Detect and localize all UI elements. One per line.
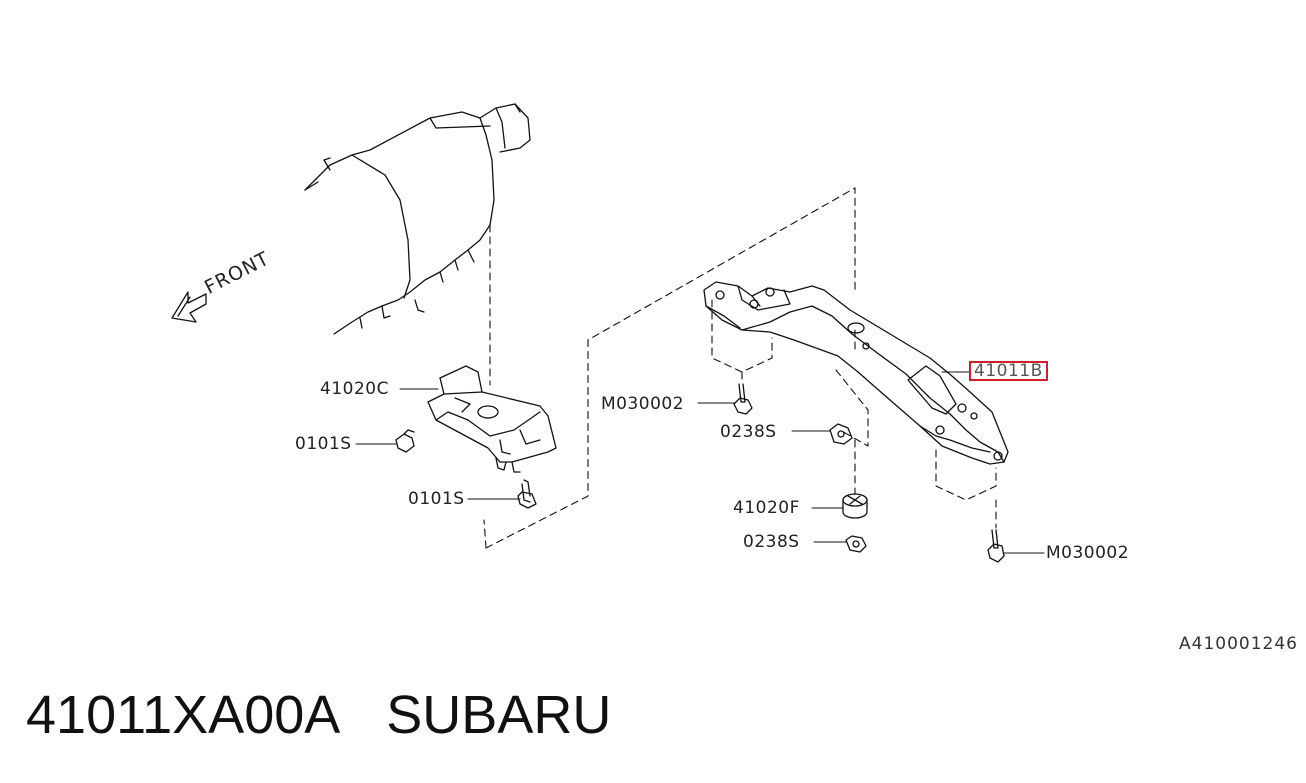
callout-0101s-lower[interactable]: 0101S <box>408 489 465 509</box>
callout-0101s-upper[interactable]: 0101S <box>295 434 352 454</box>
callout-m030002-lower[interactable]: M030002 <box>1046 543 1130 563</box>
crossmember-41011b <box>703 281 1009 465</box>
part-number: 41011XA00A <box>26 685 341 745</box>
assembly-guide-lines <box>483 187 997 549</box>
bolt-m030002-lower <box>987 529 1005 563</box>
callout-m030002-upper[interactable]: M030002 <box>601 394 685 414</box>
callout-41020c[interactable]: 41020C <box>320 379 389 399</box>
bolt-0101s-upper <box>395 429 415 453</box>
diagram-reference-code: A410001246 <box>1179 634 1298 654</box>
bracket-41020c <box>427 365 557 473</box>
leader-lines <box>355 371 1045 554</box>
callout-0238s-upper[interactable]: 0238S <box>720 422 777 442</box>
front-arrow-icon <box>171 291 207 323</box>
brand-name: SUBARU <box>386 685 612 745</box>
transmission-housing <box>304 103 531 335</box>
bolt-m030002-upper <box>733 383 753 415</box>
nut-0238s-upper <box>829 423 853 445</box>
mount-41020f <box>842 493 868 519</box>
callout-41011b-highlighted[interactable]: 41011B <box>969 361 1048 381</box>
callout-0238s-lower[interactable]: 0238S <box>743 532 800 552</box>
nut-0238s-lower <box>845 535 867 553</box>
bolt-0101s-lower <box>517 479 537 509</box>
callout-41020f[interactable]: 41020F <box>733 498 800 518</box>
part-title: 41011XA00A SUBARU <box>26 684 611 746</box>
